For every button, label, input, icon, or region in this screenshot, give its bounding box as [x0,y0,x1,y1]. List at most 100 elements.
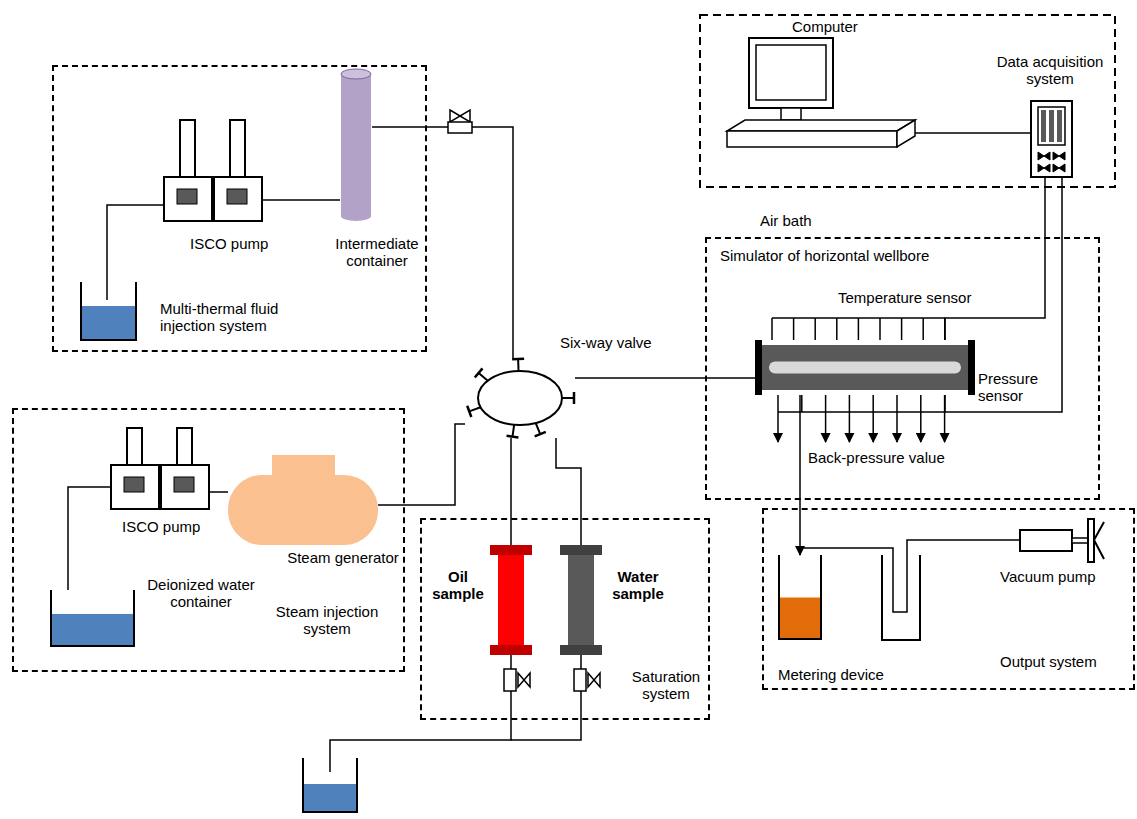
column-cap [490,645,532,655]
node-label: Vacuum pump [1000,568,1120,585]
vacuum-pump: Vacuum pump [1020,518,1105,563]
valve-body [478,371,562,425]
pipe-connector [263,199,340,201]
monitor-stand [781,108,801,120]
node-label: Metering device [778,666,908,683]
pump-cylinder [127,428,142,465]
system-region: Steam injection systemISCO pumpSteam gen… [12,408,405,672]
temperature-probe [879,318,881,340]
beaker-outline [51,590,134,646]
end-flange [755,340,762,395]
pressure-tap [944,395,946,412]
node-label: Simulator of horizontal wellbore [720,247,1020,264]
node-label: Air bath [760,212,860,229]
back-pressure-arrow [872,412,874,442]
temperature-probe [901,318,903,340]
pipe-connector [915,132,1030,134]
back-pressure-arrow [944,412,946,442]
daq-panel [1038,107,1065,145]
beaker-water [81,306,136,340]
column-body [568,555,594,645]
node-label: Deionized water container [140,576,262,611]
pump-cylinder [180,120,195,177]
end-flange [968,340,975,395]
valve-body [448,122,472,133]
pump-display [124,477,144,492]
pump-display [177,189,197,204]
metering-device-drawing [778,555,822,640]
isco-pump: ISCO pump [110,428,210,510]
valve-body [574,669,586,691]
node-label: Oil sample [428,568,488,603]
node-label: Six-way valve [560,334,670,351]
beaker-water [303,784,357,812]
keyboard-side [897,120,915,147]
buffer-vessel [882,555,920,640]
daq-module [1049,110,1054,142]
back-pressure-arrow [920,412,922,442]
port-cap [573,392,576,404]
pressure-tap [825,395,827,412]
pump-cylinder [177,428,192,465]
drain-line [511,700,581,740]
back-pressure-arrow [777,412,779,442]
valve-port [469,407,480,411]
daq-module [1041,110,1046,142]
pump-body [161,465,209,509]
pump-cylinder [230,120,245,177]
system-region: Output systemMetering deviceVacuum pump [762,508,1135,690]
node-label: Water sample [605,568,671,603]
wellbore-simulator-drawing [755,340,975,395]
steam-generator-drawing [228,455,378,545]
part-label: Pressure sensor [978,370,1046,405]
node-label: ISCO pump [122,518,217,535]
part-label: Temperature sensor [838,289,988,306]
valve-port [512,425,514,437]
pipe-connector [800,540,1020,612]
container-base [341,211,371,221]
container-top [341,69,371,79]
isco-pump: ISCO pump [163,120,263,222]
pump-body [111,465,159,509]
daq-module [1057,110,1062,142]
pump-display [174,477,194,492]
pipe-connector [210,491,228,493]
data-acquisition-unit-drawing [1030,100,1073,178]
pump-display [227,189,247,204]
node-label: Computer [792,18,882,35]
computer-region [700,15,1115,187]
valve-port [536,423,540,434]
pump-body [214,177,262,221]
pressure-tap [801,395,803,412]
pipe-connector [575,377,755,379]
port-cap [507,436,519,438]
port-cap [475,368,483,377]
column-cap [490,545,532,555]
six-way-valve: Six-way valve [465,358,575,438]
computer-icon-drawing [727,38,915,148]
temperature-probe [858,318,860,340]
valve-handle [588,673,600,687]
wellbore-liner [769,362,961,374]
wellbore-casing [762,345,968,390]
port-cap [467,406,471,417]
temperature-probe [771,318,773,340]
vessel-outline [882,555,920,640]
pump-plunger [1088,519,1094,562]
intermediate-container: Intermediate container [340,68,372,222]
pressure-tap [896,395,898,412]
pipe-connector [556,438,581,545]
daq-case [1031,101,1072,177]
cylinder-outline [779,555,821,639]
column-body [498,555,524,645]
pressure-tap [872,395,874,412]
computer-icon: Computer [727,38,915,148]
column-cap [560,545,602,555]
isco-pump-drawing [163,120,263,222]
system-region: Multi-thermal fluid injection systemISCO… [52,65,427,352]
collected-fluid [779,598,821,641]
pipe-connector [945,178,1045,340]
part-label: Back-pressure value [808,449,968,466]
container-body [341,74,371,216]
steam-generator: Steam generator [228,455,378,545]
